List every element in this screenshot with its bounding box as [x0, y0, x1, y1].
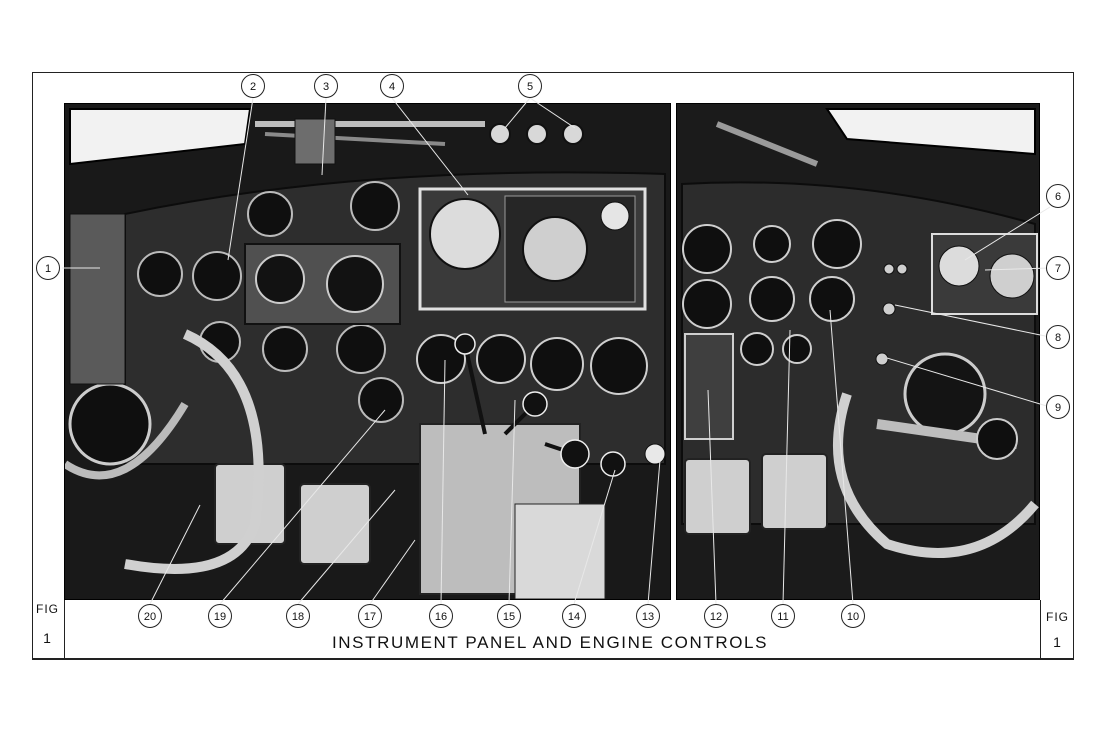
callout-1: 1: [36, 256, 60, 280]
callout-11: 11: [771, 604, 795, 628]
callout-20: 20: [138, 604, 162, 628]
bottom-rule: [32, 658, 1074, 659]
callout-8: 8: [1046, 325, 1070, 349]
callout-12: 12: [704, 604, 728, 628]
callout-7: 7: [1046, 256, 1070, 280]
callout-5: 5: [518, 74, 542, 98]
cockpit-photo-left: [64, 103, 671, 600]
callout-10: 10: [841, 604, 865, 628]
callout-3: 3: [314, 74, 338, 98]
cockpit-photo-right: [676, 103, 1040, 600]
figure-frame: [32, 72, 1074, 660]
callout-18: 18: [286, 604, 310, 628]
callout-14: 14: [562, 604, 586, 628]
callout-9: 9: [1046, 395, 1070, 419]
fig-divider-left: [64, 600, 65, 658]
fig-divider-right: [1040, 600, 1041, 658]
callout-6: 6: [1046, 184, 1070, 208]
callout-15: 15: [497, 604, 521, 628]
figure-number-left: 1: [43, 630, 51, 646]
figure-label-left: FIG: [36, 602, 59, 616]
callout-4: 4: [380, 74, 404, 98]
callout-17: 17: [358, 604, 382, 628]
callout-2: 2: [241, 74, 265, 98]
callout-13: 13: [636, 604, 660, 628]
figure-number-right: 1: [1053, 634, 1061, 650]
figure-caption: INSTRUMENT PANEL AND ENGINE CONTROLS: [331, 633, 769, 652]
callout-19: 19: [208, 604, 232, 628]
figure-label-right: FIG: [1046, 610, 1069, 624]
callout-16: 16: [429, 604, 453, 628]
cockpit-illustration-left: [65, 104, 670, 599]
